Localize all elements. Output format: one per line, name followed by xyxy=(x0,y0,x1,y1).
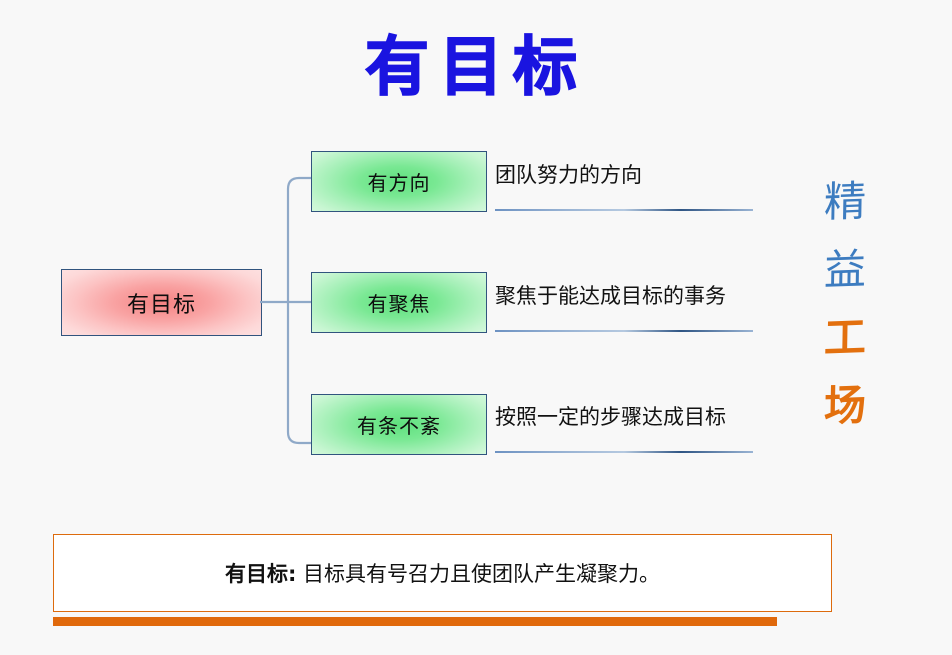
description-underline-2 xyxy=(495,330,753,332)
description-text-3: 按照一定的步骤达成目标 xyxy=(495,405,726,429)
root-node-label: 有目标 xyxy=(126,292,196,318)
child-node-label-1: 有方向 xyxy=(367,171,431,195)
description-row-1: 团队努力的方向 xyxy=(495,163,755,211)
child-node-box-2[interactable]: 有聚焦 xyxy=(311,272,487,333)
connector-branch-top xyxy=(286,176,313,302)
footer-lead-label: 有目标: xyxy=(224,562,297,586)
connector-bracket xyxy=(258,145,318,465)
description-text-2: 聚焦于能达成目标的事务 xyxy=(495,284,726,308)
brand-char-1: 精 xyxy=(823,176,867,227)
footer-text: 有目标: 目标具有号召力且使团队产生凝聚力。 xyxy=(225,558,660,588)
root-node-box[interactable]: 有目标 xyxy=(61,269,262,336)
footer-body-label: 目标具有号召力且使团队产生凝聚力。 xyxy=(296,562,661,586)
brand-char-2: 益 xyxy=(823,244,867,295)
page-title: 有目标 xyxy=(364,31,587,105)
footer-accent-bar xyxy=(53,617,777,626)
brand-watermark: 精 益 工 场 xyxy=(800,168,890,440)
brand-char-3: 工 xyxy=(823,312,867,363)
description-row-3: 按照一定的步骤达成目标 xyxy=(495,405,755,453)
description-row-2: 聚焦于能达成目标的事务 xyxy=(495,284,755,332)
child-node-box-1[interactable]: 有方向 xyxy=(311,151,487,212)
brand-char-4: 场 xyxy=(823,380,867,431)
child-node-box-3[interactable]: 有条不紊 xyxy=(311,394,487,455)
child-node-label-2: 有聚焦 xyxy=(367,292,431,316)
description-underline-1 xyxy=(495,209,753,211)
connector-svg xyxy=(260,176,313,445)
child-node-label-3: 有条不紊 xyxy=(357,414,441,438)
description-underline-3 xyxy=(495,451,753,453)
description-text-1: 团队努力的方向 xyxy=(495,163,642,187)
footer-callout-box: 有目标: 目标具有号召力且使团队产生凝聚力。 xyxy=(53,534,832,612)
connector-branch-bottom xyxy=(286,302,313,445)
